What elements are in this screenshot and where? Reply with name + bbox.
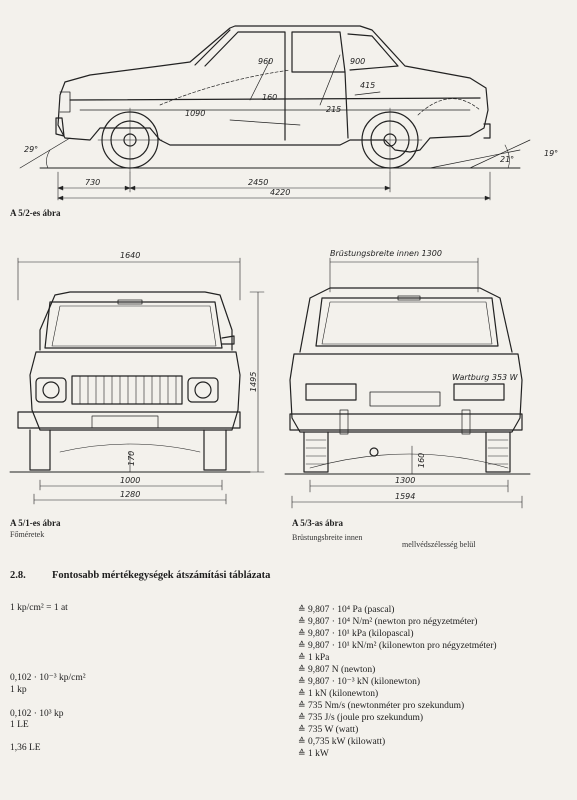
conversion-row: ≙1 kPa bbox=[298, 652, 329, 664]
left-entry: 1,36 LE bbox=[10, 743, 41, 753]
dim-departure-angle-outer: 19° bbox=[544, 149, 558, 158]
equivalence-symbol: ≙ bbox=[298, 652, 306, 662]
equivalence-symbol: ≙ bbox=[298, 604, 306, 614]
caption-rear: A 5/3-as ábra bbox=[292, 518, 344, 528]
dim-seat-height: 960 bbox=[258, 57, 273, 66]
dim-front-track: 1000 bbox=[120, 476, 140, 485]
conversion-row: ≙735 Nm/s (newtonméter pro szekundum) bbox=[298, 700, 464, 712]
caption-side: A 5/2-es ábra bbox=[10, 208, 61, 218]
equivalence-symbol: ≙ bbox=[298, 688, 306, 698]
left-entry: 1 kp bbox=[10, 685, 27, 695]
section-number: 2.8. bbox=[10, 570, 26, 581]
dim-length: 4220 bbox=[270, 188, 290, 197]
equivalence-symbol: ≙ bbox=[298, 748, 306, 758]
dim-front-overhang: 730 bbox=[85, 178, 100, 187]
caption-front-sub: Főméretek bbox=[10, 530, 45, 539]
caption-rear-sub: Brüstungsbreite innen bbox=[292, 533, 363, 542]
dim-rear-width: 1594 bbox=[395, 492, 415, 501]
equivalence-symbol: ≙ bbox=[298, 724, 306, 734]
conversion-row: ≙9,807 · 10⁻³ kN (kilonewton) bbox=[298, 676, 420, 688]
left-entry: 1 kp/cm² = 1 at bbox=[10, 603, 68, 613]
conversion-row: ≙0,735 kW (kilowatt) bbox=[298, 736, 385, 748]
conversion-row: ≙9,807 · 10⁴ Pa (pascal) bbox=[298, 604, 394, 616]
caption-front: A 5/1-es ábra bbox=[10, 518, 61, 528]
equivalence-symbol: ≙ bbox=[298, 736, 306, 746]
conversion-row: ≙735 J/s (joule pro szekundum) bbox=[298, 712, 423, 724]
conversion-row: ≙1 kN (kilonewton) bbox=[298, 688, 378, 700]
rear-view-car bbox=[284, 257, 531, 509]
conversion-row: ≙9,807 · 10¹ kN/m² (kilonewton pro négyz… bbox=[298, 640, 497, 652]
left-entry: 1 LE bbox=[10, 720, 29, 730]
section-title: Fontosabb mértékegységek átszámítási táb… bbox=[52, 570, 271, 581]
front-view-car bbox=[9, 257, 265, 505]
dimension-labels: 730 2450 4220 29° 21° 19° 960 900 1090 1… bbox=[24, 57, 558, 501]
caption-rear-note: mellvédszélesség belül bbox=[402, 540, 476, 549]
dim-rear-inner-width: Brüstungsbreite innen 1300 bbox=[330, 249, 442, 258]
right-entry: 1 kW bbox=[308, 749, 329, 759]
left-entry: 0,102 · 10⁻³ kp/cm² bbox=[10, 673, 86, 683]
right-entry: 735 J/s (joule pro szekundum) bbox=[308, 713, 424, 723]
dim-approach-angle: 29° bbox=[24, 145, 38, 154]
dim-departure-angle-inner: 21° bbox=[500, 155, 514, 164]
dim-front-seat: 160 bbox=[262, 93, 277, 102]
right-entry: 9,807 · 10⁻³ kN (kilonewton) bbox=[308, 677, 421, 687]
equivalence-symbol: ≙ bbox=[298, 664, 306, 674]
right-entry: 735 Nm/s (newtonméter pro szekundum) bbox=[308, 701, 465, 711]
dim-rear-seat-height: 900 bbox=[350, 57, 365, 66]
dim-rear-legroom: 415 bbox=[360, 81, 375, 90]
technical-drawings: 730 2450 4220 29° 21° 19° 960 900 1090 1… bbox=[9, 25, 558, 509]
dim-rear-clearance: 160 bbox=[417, 453, 426, 468]
dim-interior-length: 1090 bbox=[185, 109, 205, 118]
right-entry: 9,807 N (newton) bbox=[308, 665, 376, 675]
equivalence-symbol: ≙ bbox=[298, 676, 306, 686]
dim-front-width: 1640 bbox=[120, 251, 140, 260]
dim-rear-track: 1300 bbox=[395, 476, 415, 485]
equivalence-symbol: ≙ bbox=[298, 640, 306, 650]
right-entry: 735 W (watt) bbox=[308, 725, 359, 735]
dim-front-height: 1495 bbox=[249, 372, 258, 392]
right-entry: 1 kN (kilonewton) bbox=[308, 689, 379, 699]
dim-rear-seat: 215 bbox=[326, 105, 341, 114]
conversion-row: ≙9,807 · 10⁴ N/m² (newton pro négyzetmét… bbox=[298, 616, 477, 628]
dim-wheelbase: 2450 bbox=[248, 178, 268, 187]
right-entry: 9,807 · 10¹ kPa (kilopascal) bbox=[308, 629, 414, 639]
right-entry: 9,807 · 10¹ kN/m² (kilonewton pro négyze… bbox=[308, 641, 497, 651]
conversion-row: ≙1 kW bbox=[298, 748, 329, 760]
dim-front-clearance: 170 bbox=[127, 451, 136, 466]
rear-badge: Wartburg 353 W bbox=[452, 373, 519, 382]
right-entry: 9,807 · 10⁴ N/m² (newton pro négyzetméte… bbox=[308, 617, 478, 627]
left-entry: 0,102 · 10³ kp bbox=[10, 709, 64, 719]
equivalence-symbol: ≙ bbox=[298, 712, 306, 722]
right-entry: 1 kPa bbox=[308, 653, 330, 663]
dim-front-tread: 1280 bbox=[120, 490, 140, 499]
equivalence-symbol: ≙ bbox=[298, 628, 306, 638]
conversion-row: ≙9,807 · 10¹ kPa (kilopascal) bbox=[298, 628, 413, 640]
conversion-row: ≙9,807 N (newton) bbox=[298, 664, 375, 676]
right-entry: 0,735 kW (kilowatt) bbox=[308, 737, 386, 747]
right-entry: 9,807 · 10⁴ Pa (pascal) bbox=[308, 605, 395, 615]
side-view-car bbox=[19, 25, 531, 201]
equivalence-symbol: ≙ bbox=[298, 616, 306, 626]
equivalence-symbol: ≙ bbox=[298, 700, 306, 710]
conversion-row: ≙735 W (watt) bbox=[298, 724, 358, 736]
